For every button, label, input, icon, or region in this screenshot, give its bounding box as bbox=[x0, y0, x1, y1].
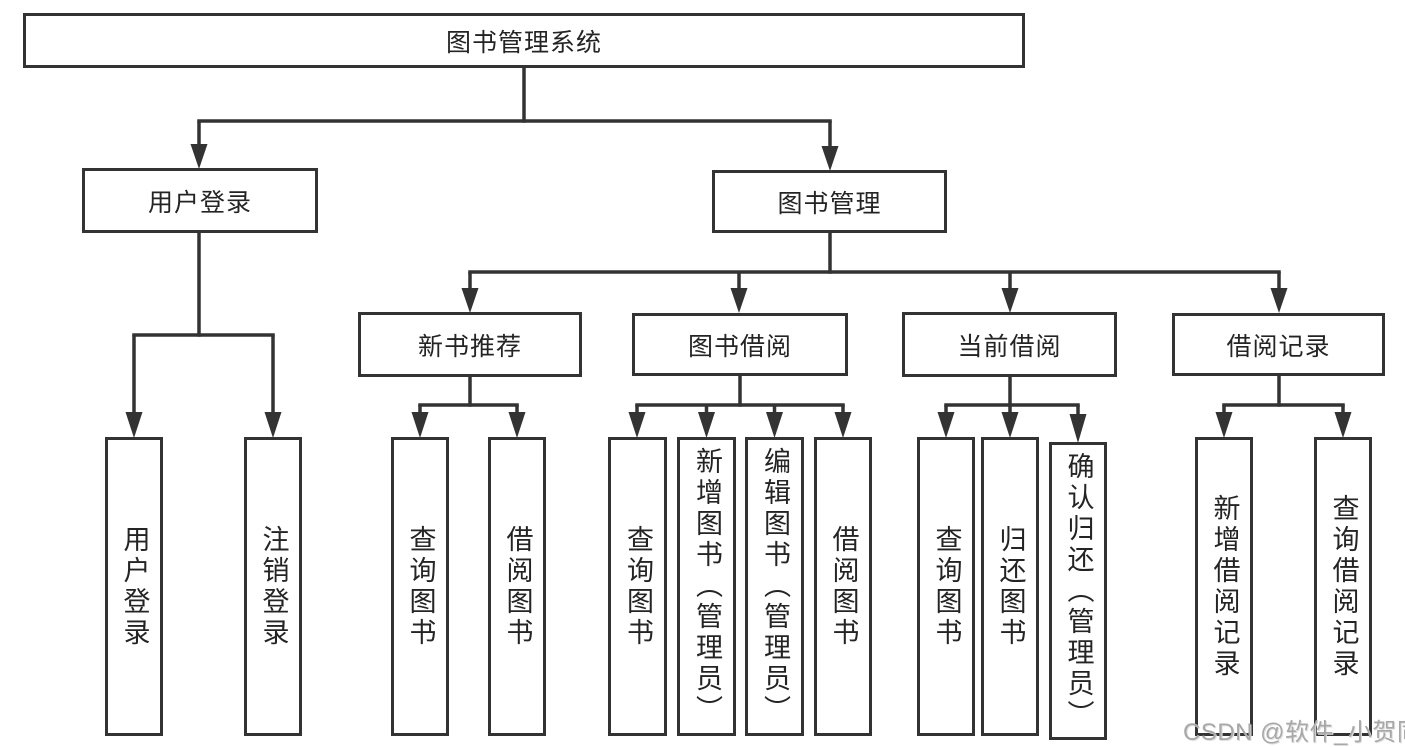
connector-book-borrowing bbox=[628, 374, 852, 438]
leaf-add-borrow-record: 新增借阅记录 bbox=[1195, 437, 1253, 736]
leaf-confirm-return-admin: 确认归还（管理员） bbox=[1049, 442, 1107, 740]
leaf-user-login: 用户登录 bbox=[105, 437, 163, 736]
node-book-borrowing: 图书借阅 bbox=[632, 313, 848, 376]
node-library-system: 图书管理系统 bbox=[23, 13, 1025, 68]
leaf-query-books-current: 查询图书 bbox=[917, 437, 975, 736]
leaf-return-books: 归还图书 bbox=[981, 437, 1039, 736]
leaf-query-books-recommend: 查询图书 bbox=[391, 437, 449, 736]
connector-current-borrowing bbox=[937, 375, 1087, 443]
leaf-borrow-books-borrowing: 借阅图书 bbox=[814, 437, 872, 736]
csdn-watermark: CSDN @软件_小贺同学 bbox=[1183, 719, 1405, 746]
connector-root bbox=[190, 66, 839, 171]
leaf-logout: 注销登录 bbox=[244, 437, 302, 736]
leaf-edit-books-admin: 编辑图书（管理员） bbox=[745, 437, 804, 736]
connector-borrowing-records bbox=[1215, 374, 1352, 438]
node-current-borrowing: 当前借阅 bbox=[902, 312, 1117, 377]
connector-book-management bbox=[461, 231, 1288, 313]
node-book-management: 图书管理 bbox=[712, 170, 947, 233]
node-new-book-recommendation: 新书推荐 bbox=[358, 312, 582, 377]
leaf-add-books-admin: 新增图书（管理员） bbox=[677, 437, 736, 736]
node-borrowing-records: 借阅记录 bbox=[1172, 313, 1385, 376]
leaf-query-books-borrowing: 查询图书 bbox=[608, 437, 667, 736]
connector-user-login bbox=[125, 231, 282, 438]
node-user-login: 用户登录 bbox=[82, 168, 318, 233]
leaf-borrow-books-recommend: 借阅图书 bbox=[488, 437, 546, 736]
leaf-query-borrow-record: 查询借阅记录 bbox=[1314, 437, 1372, 736]
connector-new-book-recommendation bbox=[411, 375, 526, 438]
